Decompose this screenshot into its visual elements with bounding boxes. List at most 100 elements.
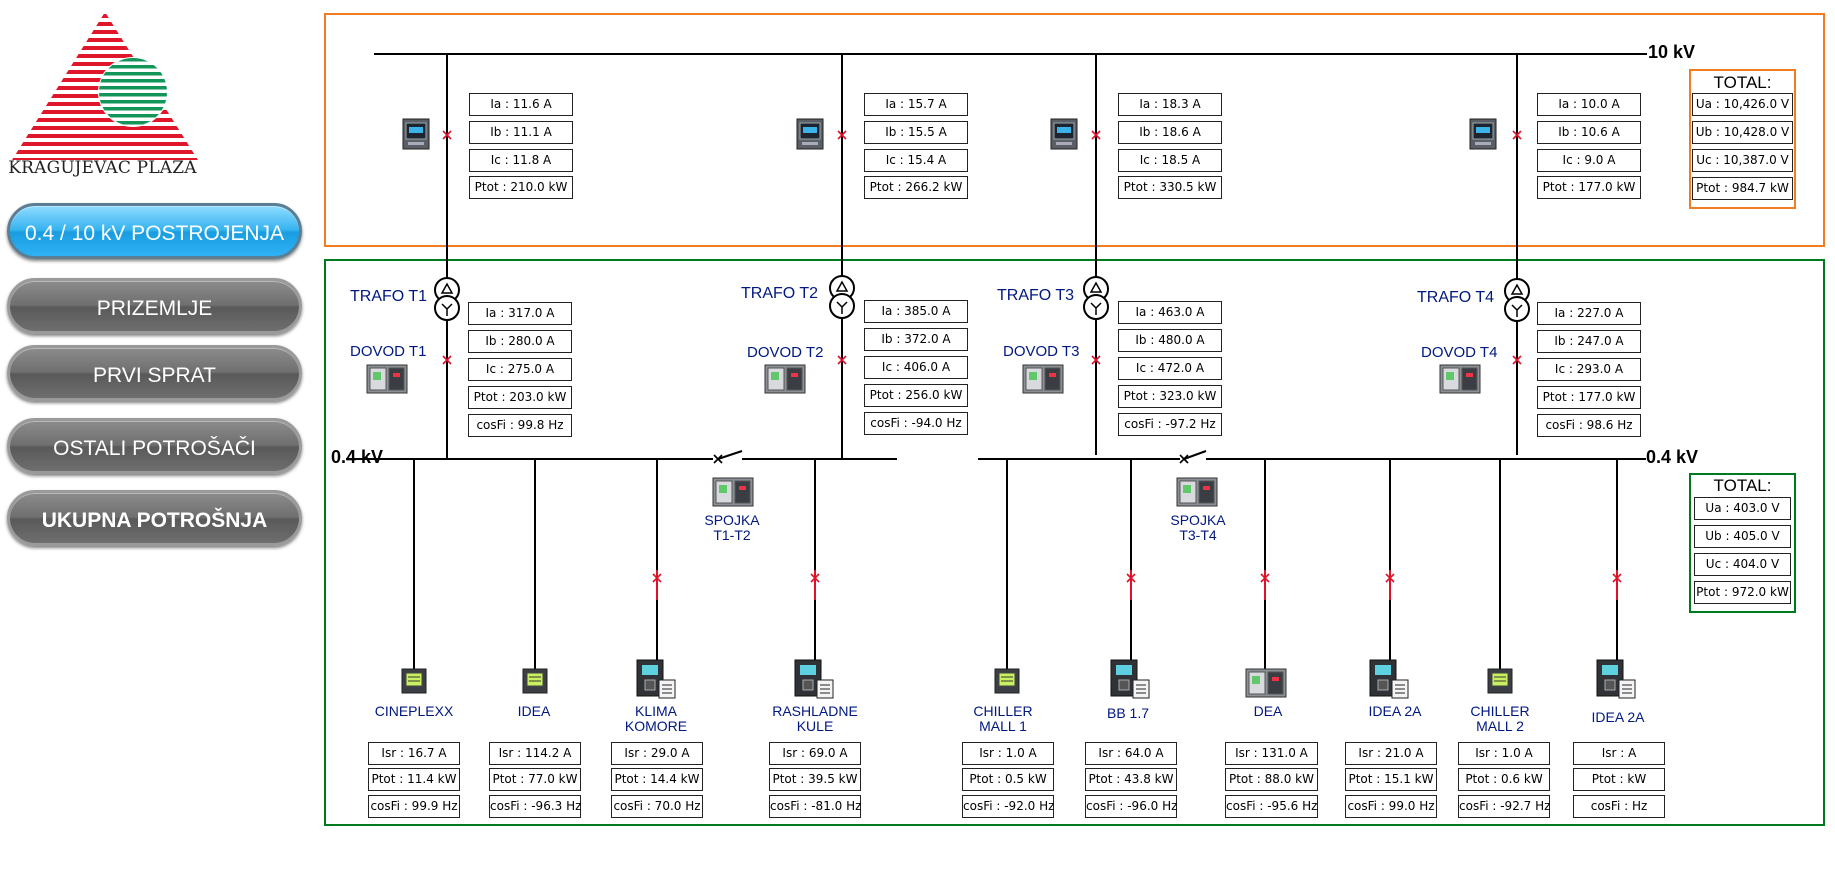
load-chiller-mall-2-label: CHILLER MALL 2 (1470, 703, 1530, 734)
coupler-t1-t2-label: SPOJKA T1-T2 (704, 512, 760, 543)
hv-feeder-3-ia: Ia : 18.3 A (1118, 93, 1222, 116)
nav-button-prizemlje[interactable]: PRIZEMLJE (7, 278, 302, 334)
hv-feeder-2-ptot: Ptot : 266.2 kW (864, 176, 968, 199)
hv-feeder-4-ib: Ib : 10.6 A (1537, 121, 1641, 144)
load-bb-1-7-cosfi: cosFi : -96.0 Hz (1085, 795, 1177, 818)
load-5-meter-icon (994, 668, 1020, 694)
hv-feeder-1-ib: Ib : 11.1 A (469, 121, 573, 144)
load-idea-isr: Isr : 114.2 A (489, 742, 581, 765)
dovod-t2-breaker-icon (764, 364, 806, 394)
load-3-breaker-icon (636, 659, 676, 699)
load-chiller-mall-1-cosfi: cosFi : -92.0 Hz (962, 795, 1054, 818)
load-bb-1-7-label: BB 1.7 (1106, 705, 1150, 721)
trafo-t4-label: TRAFO T4 (1417, 289, 1495, 306)
trafo-t1-ib: Ib : 280.0 A (468, 330, 572, 353)
coupler-t3-t4-contact (1179, 454, 1189, 464)
lv-total-ua: Ua : 403.0 V (1694, 497, 1791, 520)
hv-feeder-2-breaker (837, 130, 847, 140)
kragujevac-plaza-logo (12, 12, 198, 160)
trafo-t1-label: TRAFO T1 (350, 288, 428, 305)
lv-total-ub: Ub : 405.0 V (1694, 525, 1791, 548)
trafo-t3-ia: Ia : 463.0 A (1118, 301, 1222, 324)
load-cineplexx-cosfi: cosFi : 99.9 Hz (368, 795, 460, 818)
hv-feeder-4-relay-icon (1469, 118, 1497, 150)
hv-feeder-1-relay-icon (402, 118, 430, 150)
lv-busbar-label-left: 0.4 kV (331, 447, 384, 467)
load-klima-komore-cosfi: cosFi : 70.0 Hz (611, 795, 703, 818)
load-10-breaker (1612, 573, 1622, 583)
dovod-t4-breaker-icon (1439, 364, 1481, 394)
load-idea-2a-second-isr: Isr : A (1573, 742, 1665, 765)
load-idea-2a-label: IDEA 2A (1368, 703, 1422, 719)
dovod-t1-label: DOVOD T1 (350, 343, 427, 360)
load-7-breaker (1260, 573, 1270, 583)
load-idea-2a-isr: Isr : 21.0 A (1345, 742, 1437, 765)
load-bb-1-7-isr: Isr : 64.0 A (1085, 742, 1177, 765)
dovod-t3-breaker (1091, 355, 1101, 365)
hv-feeder-4-ic: Ic : 9.0 A (1537, 149, 1641, 172)
hv-total-title: TOTAL: (1713, 73, 1772, 92)
coupler-t3-t4-switch (1183, 450, 1207, 460)
hv-feeder-1-ptot: Ptot : 210.0 kW (469, 176, 573, 199)
hv-feeder-3-breaker (1091, 130, 1101, 140)
dovod-t3-label: DOVOD T3 (1003, 343, 1080, 360)
load-dea-isr: Isr : 131.0 A (1225, 742, 1318, 765)
hv-busbar-label: 10 kV (1648, 42, 1696, 62)
logo-text: KRAGUJEVAC PLAZA (8, 158, 197, 178)
dovod-t3-breaker-icon (1022, 364, 1064, 394)
load-klima-komore-label: KLIMA KOMORE (624, 703, 688, 734)
hv-feeder-3-ib: Ib : 18.6 A (1118, 121, 1222, 144)
dovod-t4-label: DOVOD T4 (1421, 344, 1498, 361)
load-3-breaker (652, 573, 662, 583)
trafo-t3-label: TRAFO T3 (997, 287, 1075, 304)
load-cineplexx-label: CINEPLEXX (374, 703, 454, 719)
load-cineplexx-isr: Isr : 16.7 A (368, 742, 460, 765)
trafo-t1-ia: Ia : 317.0 A (468, 302, 572, 325)
trafo-t2-ptot: Ptot : 256.0 kW (864, 384, 968, 407)
hv-feeder-2-relay-icon (796, 118, 824, 150)
trafo-t1-ic: Ic : 275.0 A (468, 358, 572, 381)
load-idea-2a-second-cosfi: cosFi : Hz (1573, 795, 1665, 818)
nav-button-postrojenja[interactable]: 0.4 / 10 kV POSTROJENJA (7, 203, 302, 259)
hv-feeder-3-ic: Ic : 18.5 A (1118, 149, 1222, 172)
load-1-meter-icon (401, 668, 427, 694)
load-idea-2a-second-label: IDEA 2A (1591, 709, 1645, 725)
trafo-t3-ib: Ib : 480.0 A (1118, 329, 1222, 352)
load-dea-label: DEA (1253, 703, 1283, 719)
coupler-t3-t4-icon (1176, 477, 1218, 507)
load-idea-2a-second-ptot: Ptot : kW (1573, 768, 1665, 791)
load-idea-cosfi: cosFi : -96.3 Hz (489, 795, 581, 818)
load-rashladne-kule-ptot: Ptot : 39.5 kW (769, 768, 861, 791)
trafo-t2-ic: Ic : 406.0 A (864, 356, 968, 379)
load-idea-ptot: Ptot : 77.0 kW (489, 768, 581, 791)
load-idea-2a-ptot: Ptot : 15.1 kW (1345, 768, 1437, 791)
load-dea-cosfi: cosFi : -95.6 Hz (1225, 795, 1318, 818)
load-klima-komore-isr: Isr : 29.0 A (611, 742, 703, 765)
nav-button-ostali-potrosaci[interactable]: OSTALI POTROŠAČI (7, 418, 302, 474)
dovod-t2-breaker (837, 355, 847, 365)
load-8-breaker (1385, 573, 1395, 583)
trafo-t2-label: TRAFO T2 (741, 285, 819, 302)
dovod-t4-breaker (1512, 355, 1522, 365)
trafo-t1-ptot: Ptot : 203.0 kW (468, 386, 572, 409)
lv-total-uc: Uc : 404.0 V (1694, 553, 1791, 576)
nav-button-ukupna-potrosnja[interactable]: UKUPNA POTROŠNJA (7, 490, 302, 546)
load-chiller-mall-1-isr: Isr : 1.0 A (962, 742, 1054, 765)
trafo-t3-ptot: Ptot : 323.0 kW (1118, 385, 1222, 408)
load-chiller-mall-2-cosfi: cosFi : -92.7 Hz (1458, 795, 1550, 818)
load-chiller-mall-2-isr: Isr : 1.0 A (1458, 742, 1550, 765)
trafo-t4-ic: Ic : 293.0 A (1537, 358, 1641, 381)
coupler-t1-t2-contact (713, 454, 723, 464)
load-rashladne-kule-cosfi: cosFi : -81.0 Hz (769, 795, 861, 818)
load-idea-label: IDEA (517, 703, 551, 719)
hv-section-frame (324, 13, 1825, 247)
trafo-t3-ic: Ic : 472.0 A (1118, 357, 1222, 380)
hv-feeder-1-breaker (442, 130, 452, 140)
nav-button-prvi-sprat[interactable]: PRVI SPRAT (7, 345, 302, 401)
load-4-breaker (810, 573, 820, 583)
load-4-breaker-icon (794, 659, 834, 699)
hv-feeder-4-breaker (1512, 130, 1522, 140)
coupler-t1-t2-icon (712, 477, 754, 507)
load-chiller-mall-2-ptot: Ptot : 0.6 kW (1458, 768, 1550, 791)
